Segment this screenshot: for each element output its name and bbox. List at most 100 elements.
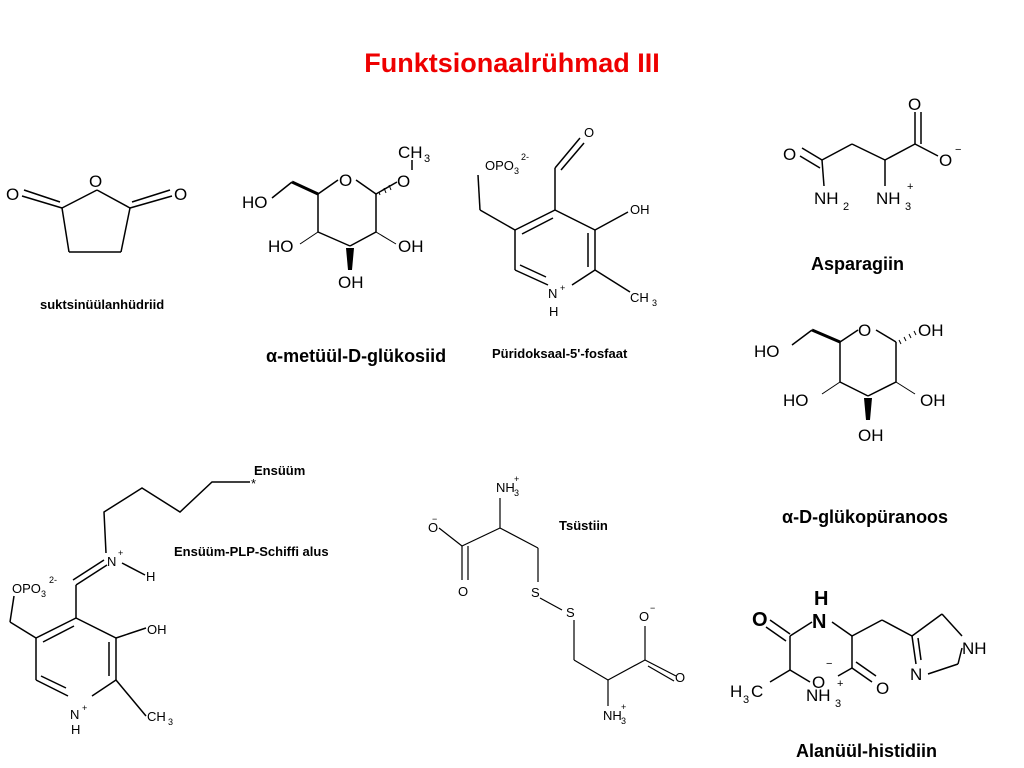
- atom-subscript: 3: [424, 153, 430, 165]
- atom-charge: −: [432, 514, 437, 524]
- atom-charge: +: [82, 703, 87, 713]
- cystine-label: Tsüstiin: [559, 518, 608, 533]
- atom-o: O: [752, 609, 768, 631]
- atom-o: O: [339, 171, 352, 190]
- atom-h: H: [549, 304, 558, 319]
- glucopyranose-label-prefix: α: [782, 507, 794, 527]
- atom-nh: NH: [496, 480, 515, 495]
- atom-charge: +: [514, 474, 519, 484]
- atom-nh: NH: [962, 639, 987, 658]
- atom-s: S: [566, 605, 575, 620]
- atom-nh: NH: [806, 686, 831, 705]
- atom-o: O: [174, 185, 187, 204]
- atom-charge: +: [118, 548, 123, 558]
- atom-ch: CH: [398, 143, 423, 162]
- atom-ho: HO: [754, 342, 780, 361]
- atom-ho: HO: [783, 391, 809, 410]
- atom-oh: OH: [920, 391, 946, 410]
- atom-charge: −: [955, 144, 961, 156]
- succinic-anhydride-label: suktsinüülanhüdriid: [40, 297, 165, 312]
- slide-title: Funktsionaalrühmad III: [364, 48, 660, 78]
- atom-charge: +: [560, 283, 565, 293]
- atom-s: S: [531, 585, 540, 600]
- atom-o: O: [812, 673, 825, 692]
- cystine-structure: NH 3 + O − O S S O − O NH 3 +: [428, 474, 685, 726]
- atom-subscript: 3: [743, 694, 749, 706]
- atom-ho: HO: [268, 237, 294, 256]
- atom-h: H: [146, 569, 155, 584]
- atom-charge: −: [826, 658, 832, 670]
- atom-h: H: [730, 682, 742, 701]
- atom-nh: NH: [876, 189, 901, 208]
- ala-his-label: Alanüül-histidiin: [796, 741, 937, 761]
- atom-n: N: [107, 554, 116, 569]
- atom-o: O: [858, 321, 871, 340]
- atom-ch: CH: [630, 290, 649, 305]
- plp-structure: OPO 3 2- O OH N + H CH 3: [477, 125, 657, 319]
- asparagine-label: Asparagiin: [811, 254, 905, 274]
- atom-oh: OH: [918, 321, 944, 340]
- atom-oh: OH: [630, 202, 650, 217]
- glucopyranose-label-text: -D-glükopüranoos: [793, 507, 949, 527]
- atom-o: O: [89, 172, 102, 191]
- methyl-glucoside-label-prefix: α: [266, 346, 278, 366]
- atom-c: C: [751, 682, 763, 701]
- asparagine-structure: O O O − NH 2 NH 3 +: [783, 95, 961, 213]
- atom-o: O: [908, 95, 921, 114]
- methyl-glucoside-label-text: -metüül-D-glükosiid: [277, 346, 447, 366]
- atom-oh: OH: [147, 622, 167, 637]
- succinic-anhydride-structure: O O O: [6, 172, 187, 253]
- atom-opo: OPO: [485, 158, 514, 173]
- atom-subscript: 3: [905, 201, 911, 213]
- atom-charge: +: [837, 678, 843, 690]
- atom-o: O: [6, 185, 19, 204]
- atom-nh: NH: [814, 189, 839, 208]
- atom-ch: CH: [147, 709, 166, 724]
- atom-n: N: [548, 286, 557, 301]
- atom-subscript: 3: [41, 589, 46, 599]
- ala-his-structure: N H O O − O H 3 C NH 3 + NH N: [730, 588, 987, 710]
- atom-o: O: [428, 520, 438, 535]
- schiff-base-structure: * N + H OPO 3 2- OH N + H CH 3: [9, 476, 256, 737]
- atom-charge: −: [650, 603, 655, 613]
- atom-subscript: 3: [514, 166, 519, 176]
- enzyme-attachment-star: *: [251, 476, 256, 491]
- atom-o: O: [939, 151, 952, 170]
- atom-subscript: 3: [168, 717, 173, 727]
- glucopyranose-structure: O OH HO HO OH OH: [754, 321, 946, 445]
- atom-o: O: [458, 584, 468, 599]
- atom-oh: OH: [338, 273, 364, 292]
- atom-n: N: [70, 707, 79, 722]
- atom-o: O: [397, 172, 410, 191]
- atom-opo: OPO: [12, 581, 41, 596]
- atom-h: H: [71, 722, 80, 737]
- enzyme-label: Ensüüm: [254, 463, 306, 478]
- atom-charge: 2-: [49, 575, 57, 585]
- atom-nh: NH: [603, 708, 622, 723]
- atom-subscript: 2: [843, 201, 849, 213]
- schiff-base-label: Ensüüm-PLP-Schiffi alus: [174, 544, 329, 559]
- atom-subscript: 3: [835, 698, 841, 710]
- atom-n: N: [910, 665, 922, 684]
- atom-o: O: [639, 609, 649, 624]
- atom-subscript: 3: [514, 488, 519, 498]
- atom-o: O: [876, 679, 889, 698]
- atom-n: N: [812, 611, 826, 633]
- atom-oh: OH: [858, 426, 884, 445]
- atom-o: O: [584, 125, 594, 140]
- atom-o: O: [783, 145, 796, 164]
- atom-h: H: [814, 588, 828, 610]
- atom-o: O: [675, 670, 685, 685]
- atom-ho: HO: [242, 193, 268, 212]
- methyl-glucoside-label: α-metüül-D-glükosiid: [266, 346, 446, 367]
- atom-charge: +: [621, 702, 626, 712]
- atom-subscript: 3: [652, 298, 657, 308]
- atom-charge: +: [907, 181, 913, 193]
- glucopyranose-label: α-D-glükopüranoos: [782, 507, 948, 528]
- atom-subscript: 3: [621, 716, 626, 726]
- methyl-glucoside-structure: O O CH 3 HO HO OH OH: [242, 143, 430, 292]
- atom-oh: OH: [398, 237, 424, 256]
- atom-charge: 2-: [521, 152, 529, 162]
